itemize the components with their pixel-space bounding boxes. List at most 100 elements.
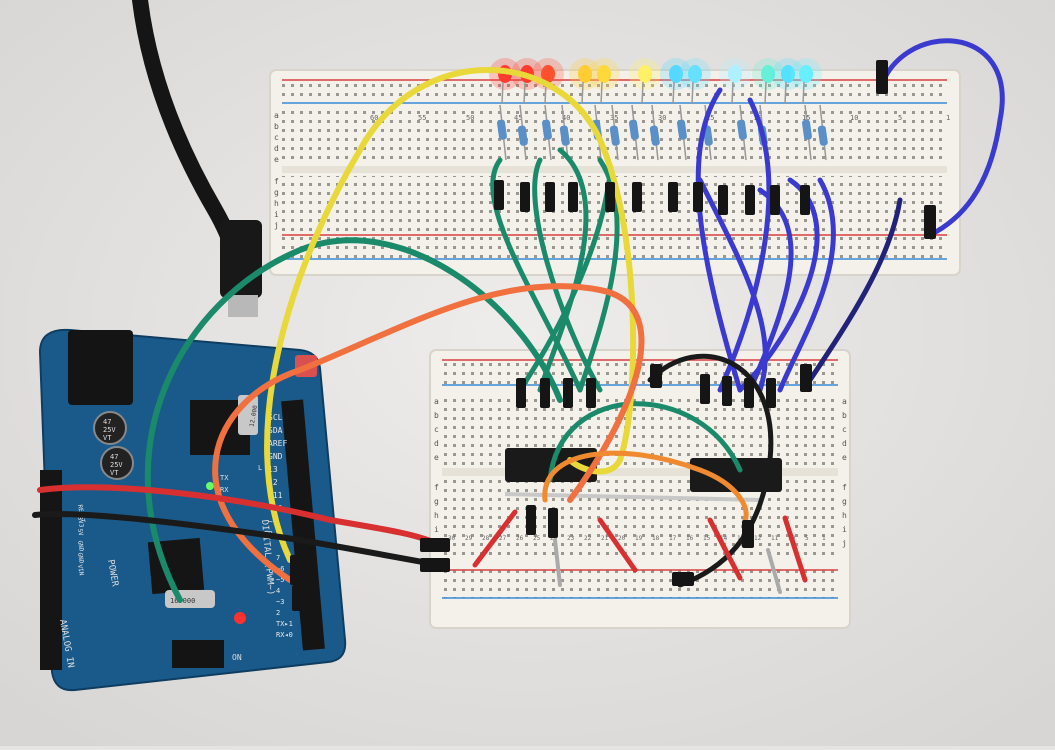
bottom-row-letter: b xyxy=(842,411,847,420)
l-label: L xyxy=(258,464,262,472)
resistor xyxy=(542,119,552,140)
bottom-row-letter: a xyxy=(434,397,439,406)
resistor xyxy=(677,119,687,140)
led xyxy=(799,65,813,83)
led-leg xyxy=(691,81,694,105)
yellow-wire xyxy=(264,67,637,563)
bottom-column-number: 23 xyxy=(567,535,575,542)
led-leg xyxy=(802,81,805,105)
bottom-row-letter: i xyxy=(434,525,439,534)
bottom-column-number: 16 xyxy=(686,535,694,542)
top-column-number: 60 xyxy=(370,114,378,122)
top-column-number: 35 xyxy=(610,114,618,122)
power-pin-label: GND xyxy=(76,540,85,552)
green-wire-long xyxy=(144,237,563,603)
bare-jumper-wire xyxy=(504,492,761,502)
resistor xyxy=(737,119,747,140)
top-column-number: 25 xyxy=(706,114,714,122)
bottom-row-letter: g xyxy=(842,497,847,506)
led xyxy=(541,65,555,83)
digital-pin-label: 13 xyxy=(268,465,278,474)
resistor xyxy=(629,119,639,140)
capacitor-top xyxy=(93,411,127,445)
top-column-number: 50 xyxy=(466,114,474,122)
power-pin-label: 3V3 xyxy=(76,516,85,528)
led xyxy=(638,65,652,83)
bottom-row-letter: e xyxy=(842,453,847,462)
led-leg xyxy=(731,81,734,105)
bottom-column-number: 29 xyxy=(465,535,473,542)
digital-pin-label: 2 xyxy=(276,609,280,617)
top-column-number: 30 xyxy=(658,114,666,122)
capacitor-bottom xyxy=(100,446,134,480)
bottom-row-letter: b xyxy=(434,411,439,420)
digital-pin-label: ~11 xyxy=(268,491,283,500)
digital-pin-label: SDA xyxy=(268,426,283,435)
led-leg xyxy=(523,81,526,105)
bottom-column-number: 12 xyxy=(754,535,762,542)
bottom-row-letter: j xyxy=(842,539,847,548)
digital-pin-label: RX◂0 xyxy=(276,631,293,639)
led-leg xyxy=(672,81,675,105)
capacitor-label: 47 xyxy=(103,418,111,426)
bottom-row-letter: i xyxy=(842,525,847,534)
top-column-number: 55 xyxy=(418,114,426,122)
power-analog-header xyxy=(40,470,62,670)
digital-pin-label: GND xyxy=(268,452,283,461)
icsp-header xyxy=(172,640,224,668)
led-leg xyxy=(501,81,504,105)
top-row-letter: d xyxy=(274,144,279,153)
led-leg xyxy=(784,81,787,105)
digital-pin-label: AREF xyxy=(268,439,287,448)
black-ground-wire xyxy=(32,511,443,568)
capacitor-label: VT xyxy=(103,434,112,442)
resistor xyxy=(649,125,660,146)
resistor xyxy=(817,125,828,146)
bottom-column-number: 20 xyxy=(618,535,626,542)
bottom-column-number: 5 xyxy=(805,535,809,542)
shift-register-chip-right xyxy=(690,458,782,492)
capacitor-label: 25V xyxy=(110,461,123,469)
bottom-column-number: 15 xyxy=(703,535,711,542)
power-pin-label: 5V xyxy=(76,528,84,537)
power-pin-label: GND xyxy=(76,552,85,564)
bottom-column-number: 19 xyxy=(635,535,643,542)
top-column-number: 45 xyxy=(514,114,522,122)
capacitor-label: 47 xyxy=(110,453,118,461)
rx-tx-led xyxy=(206,482,214,490)
top-row-letter: a xyxy=(274,111,279,120)
top-row-letter: f xyxy=(274,177,279,186)
led xyxy=(578,65,592,83)
bottom-column-number: 18 xyxy=(652,535,660,542)
led xyxy=(669,65,683,83)
wire-plugs xyxy=(290,60,936,611)
top-row-letter: g xyxy=(274,188,279,197)
led-leg xyxy=(581,81,584,105)
bottom-column-number: 22 xyxy=(584,535,592,542)
bottom-row-letter: c xyxy=(434,425,439,434)
rx-label: RX xyxy=(220,486,229,494)
led xyxy=(728,65,742,83)
power-label: POWER xyxy=(105,559,120,588)
capacitor-label: 25V xyxy=(103,426,116,434)
top-row-letter: b xyxy=(274,122,279,131)
led-leg xyxy=(641,81,644,105)
top-row-letter: c xyxy=(274,133,279,142)
bottom-row-letter: d xyxy=(434,439,439,448)
top-column-number: 5 xyxy=(898,114,902,122)
bottom-column-number: 21 xyxy=(601,535,609,542)
digital-pin-label: ~3 xyxy=(276,598,284,606)
on-label: ON xyxy=(232,653,242,662)
usb-connector xyxy=(228,295,258,317)
resistor xyxy=(517,125,528,146)
digital-pin-label: ~9 xyxy=(268,517,278,526)
top-column-number: 1 xyxy=(946,114,950,122)
digital-pin-label: TX▸1 xyxy=(276,620,293,628)
led xyxy=(688,65,702,83)
top-row-letter: h xyxy=(274,199,279,208)
bottom-row-letter: d xyxy=(842,439,847,448)
led-row xyxy=(489,58,822,105)
